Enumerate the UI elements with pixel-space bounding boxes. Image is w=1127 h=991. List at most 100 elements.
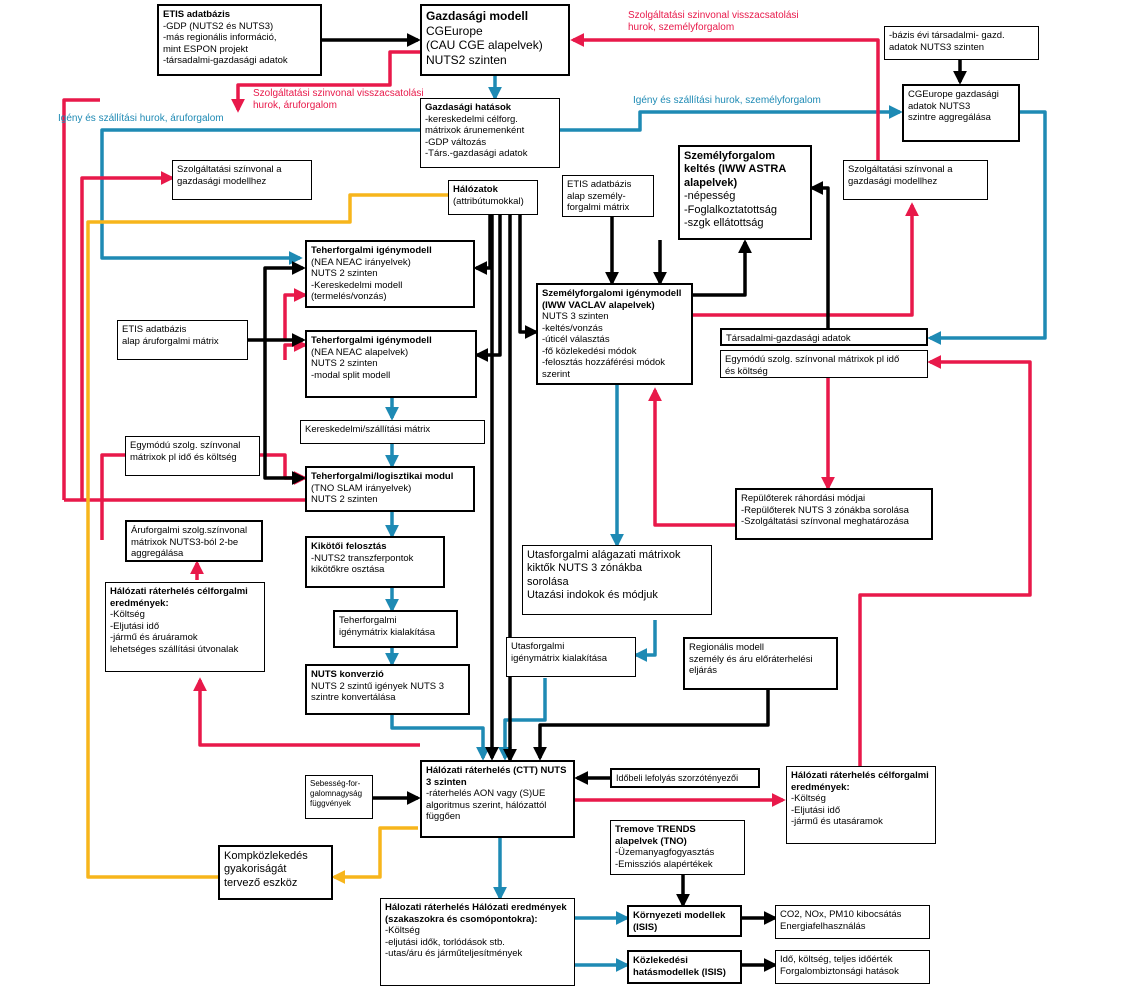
box-title: Tremove TRENDS alapelvek (TNO) — [615, 824, 696, 847]
box-line: Kereskedelmi/szállítási mátrix — [305, 424, 431, 435]
box-line: kiktők NUTS 3 zónákba — [527, 562, 642, 575]
box-line: függvények — [310, 798, 351, 808]
black-regionalis — [533, 690, 770, 761]
box-line: -ráterhelés AON vagy (S)UE — [426, 788, 546, 800]
box-keresk-matrix: Kereskedelmi/szállítási mátrix — [300, 420, 485, 444]
box-line: szerint — [542, 369, 570, 381]
blue-nuts-ctt — [390, 715, 490, 761]
box-line: személy és áru előráterhelési — [689, 653, 813, 665]
box-title: Személyforgalom keltés (IWW ASTRA alapel… — [684, 150, 786, 189]
box-title: Teherforgalmi igénymodell — [311, 245, 432, 256]
box-line: aggregálása — [131, 548, 184, 560]
red-left-szolg — [80, 171, 175, 500]
box-line: -Költség — [385, 925, 420, 937]
box-line: mátrixok NUTS3-ból 2-be — [131, 536, 239, 548]
box-szem-igeny: Személyforgalomi igénymodell (IWW VACLAV… — [536, 283, 693, 385]
box-line: Áruforgalmi szolg.színvonal — [131, 525, 248, 536]
box-line: Repülőterek ráhordási módjai — [741, 493, 866, 504]
box-title: Hálozati ráterhelés Hálózati eredmények … — [385, 902, 567, 925]
red-szolg-left-loop — [62, 98, 100, 500]
blue-loop-szem — [560, 105, 903, 132]
red-rep-szem — [648, 387, 738, 527]
box-line: -Költség — [791, 793, 826, 805]
box-line: Társadalmi-gazdasági adatok — [726, 333, 851, 344]
box-line: mátrixok pl idő és költség — [130, 451, 237, 463]
box-line: gazdasági modellhez — [848, 175, 938, 187]
box-title: ETIS adatbázis — [163, 9, 231, 20]
box-title: Hálózatok — [453, 184, 498, 195]
box-tars-gazd: Társadalmi-gazdasági adatok — [720, 328, 928, 346]
box-line: galomnagyság — [310, 788, 363, 798]
red-egymodu-log — [100, 453, 125, 540]
box-tremove: Tremove TRENDS alapelvek (TNO)-Üzemanyag… — [610, 820, 745, 875]
box-line: Teherforgalmi — [339, 615, 397, 626]
box-line: mint ESPON projekt — [163, 43, 248, 55]
box-kornyezeti: Környezeti modellek (ISIS) — [627, 905, 742, 937]
box-line: szintre konvertálása — [311, 692, 396, 704]
box-bazis-evi: -bázis évi társadalmi- gazd.adatok NUTS3… — [884, 26, 1039, 60]
box-line: -Társ.-gazdasági adatok — [425, 148, 528, 160]
box-kozlek-hatas: Közlekedési hatásmodellek (ISIS) — [627, 950, 742, 984]
box-line: alap személy- — [567, 190, 626, 202]
blue-loop-label-aru: Igény és szállítási hurok, áruforgalom — [58, 113, 224, 124]
box-line: -úticél választás — [542, 334, 610, 346]
black-hal-t1 — [473, 215, 492, 275]
box-halozati-ctt: Hálózati ráterhelés (CTT) NUTS 3 szinten… — [420, 760, 575, 838]
box-line: -társadalmi-gazdasági adatok — [163, 55, 288, 67]
box-teher-igeny2: Teherforgalmi igénymodell(NEA NEAC alape… — [305, 330, 477, 398]
box-line: NUTS2 szinten — [426, 52, 507, 67]
red-to-t1 — [283, 288, 308, 340]
box-title: Hálózati ráterhelés célforgalmi eredmény… — [110, 586, 248, 609]
box-line: -NUTS2 transzferpontok — [311, 552, 414, 564]
box-line: algoritmus szerint, hálózattól — [426, 799, 547, 811]
box-title: Teherforgalmi igénymodell — [311, 335, 432, 346]
box-line: Szolgáltatási színvonal a — [177, 164, 282, 175]
box-line: -Költség — [110, 609, 145, 621]
box-title: Kikötői felosztás — [311, 541, 387, 552]
box-repuloterek: Repülőterek ráhordási módjai-Repülőterek… — [735, 488, 933, 540]
box-line: (TNO SLAM irányelvek) — [311, 482, 412, 494]
box-line: -utas/áru és járműteljesítmények — [385, 948, 523, 960]
black-tars-keltes — [809, 181, 830, 328]
red-right-up — [858, 355, 1032, 770]
box-line: forgalmi mátrix — [567, 202, 630, 214]
box-gazd-hatasok: Gazdasági hatások-kereskedelmi célforg.m… — [420, 98, 560, 168]
box-line: -modal split modell — [311, 369, 391, 381]
box-line: alap áruforgalmi mátrix — [122, 335, 219, 347]
box-halozati-bottom: Hálozati ráterhelés Hálózati eredmények … — [380, 898, 575, 986]
box-line: Utasforgalmi alágazati mátrixok — [527, 549, 681, 561]
box-line: sorolása — [527, 575, 569, 588]
black-hal-szem1 — [518, 215, 539, 339]
box-line: -GDP (NUTS2 és NUTS3) — [163, 20, 274, 32]
box-line: -Eljutási idő — [791, 804, 841, 816]
box-line: -felosztás hozzáférési módok — [542, 357, 666, 369]
box-line: Egymódú szolg. színvonal — [130, 440, 241, 451]
red-to-t2 — [283, 338, 308, 360]
black-etisaru2 — [263, 340, 306, 485]
box-line: Utasforgalmi — [511, 641, 565, 652]
box-line: igénymátrix kialakítása — [339, 626, 436, 638]
yellow-ctt-kompk — [331, 826, 418, 884]
box-line: (NEA NEAC irányelvek) — [311, 256, 411, 268]
box-line: NUTS 3 szinten — [542, 311, 609, 323]
box-line: -szgk ellátottság — [684, 217, 764, 230]
box-line: tervező eszköz — [224, 876, 298, 889]
box-line: -Üzemanyagfogyasztás — [615, 847, 715, 859]
box-line: eljárás — [689, 665, 717, 677]
box-line: NUTS 2 szinten — [311, 268, 378, 280]
box-line: (attribútumokkal) — [453, 195, 524, 207]
box-line: függően — [426, 811, 461, 823]
box-teher-igeny1: Teherforgalmi igénymodell(NEA NEAC irány… — [305, 240, 475, 308]
blue-aggr-down — [927, 110, 1047, 345]
box-line: -népesség — [684, 190, 736, 203]
